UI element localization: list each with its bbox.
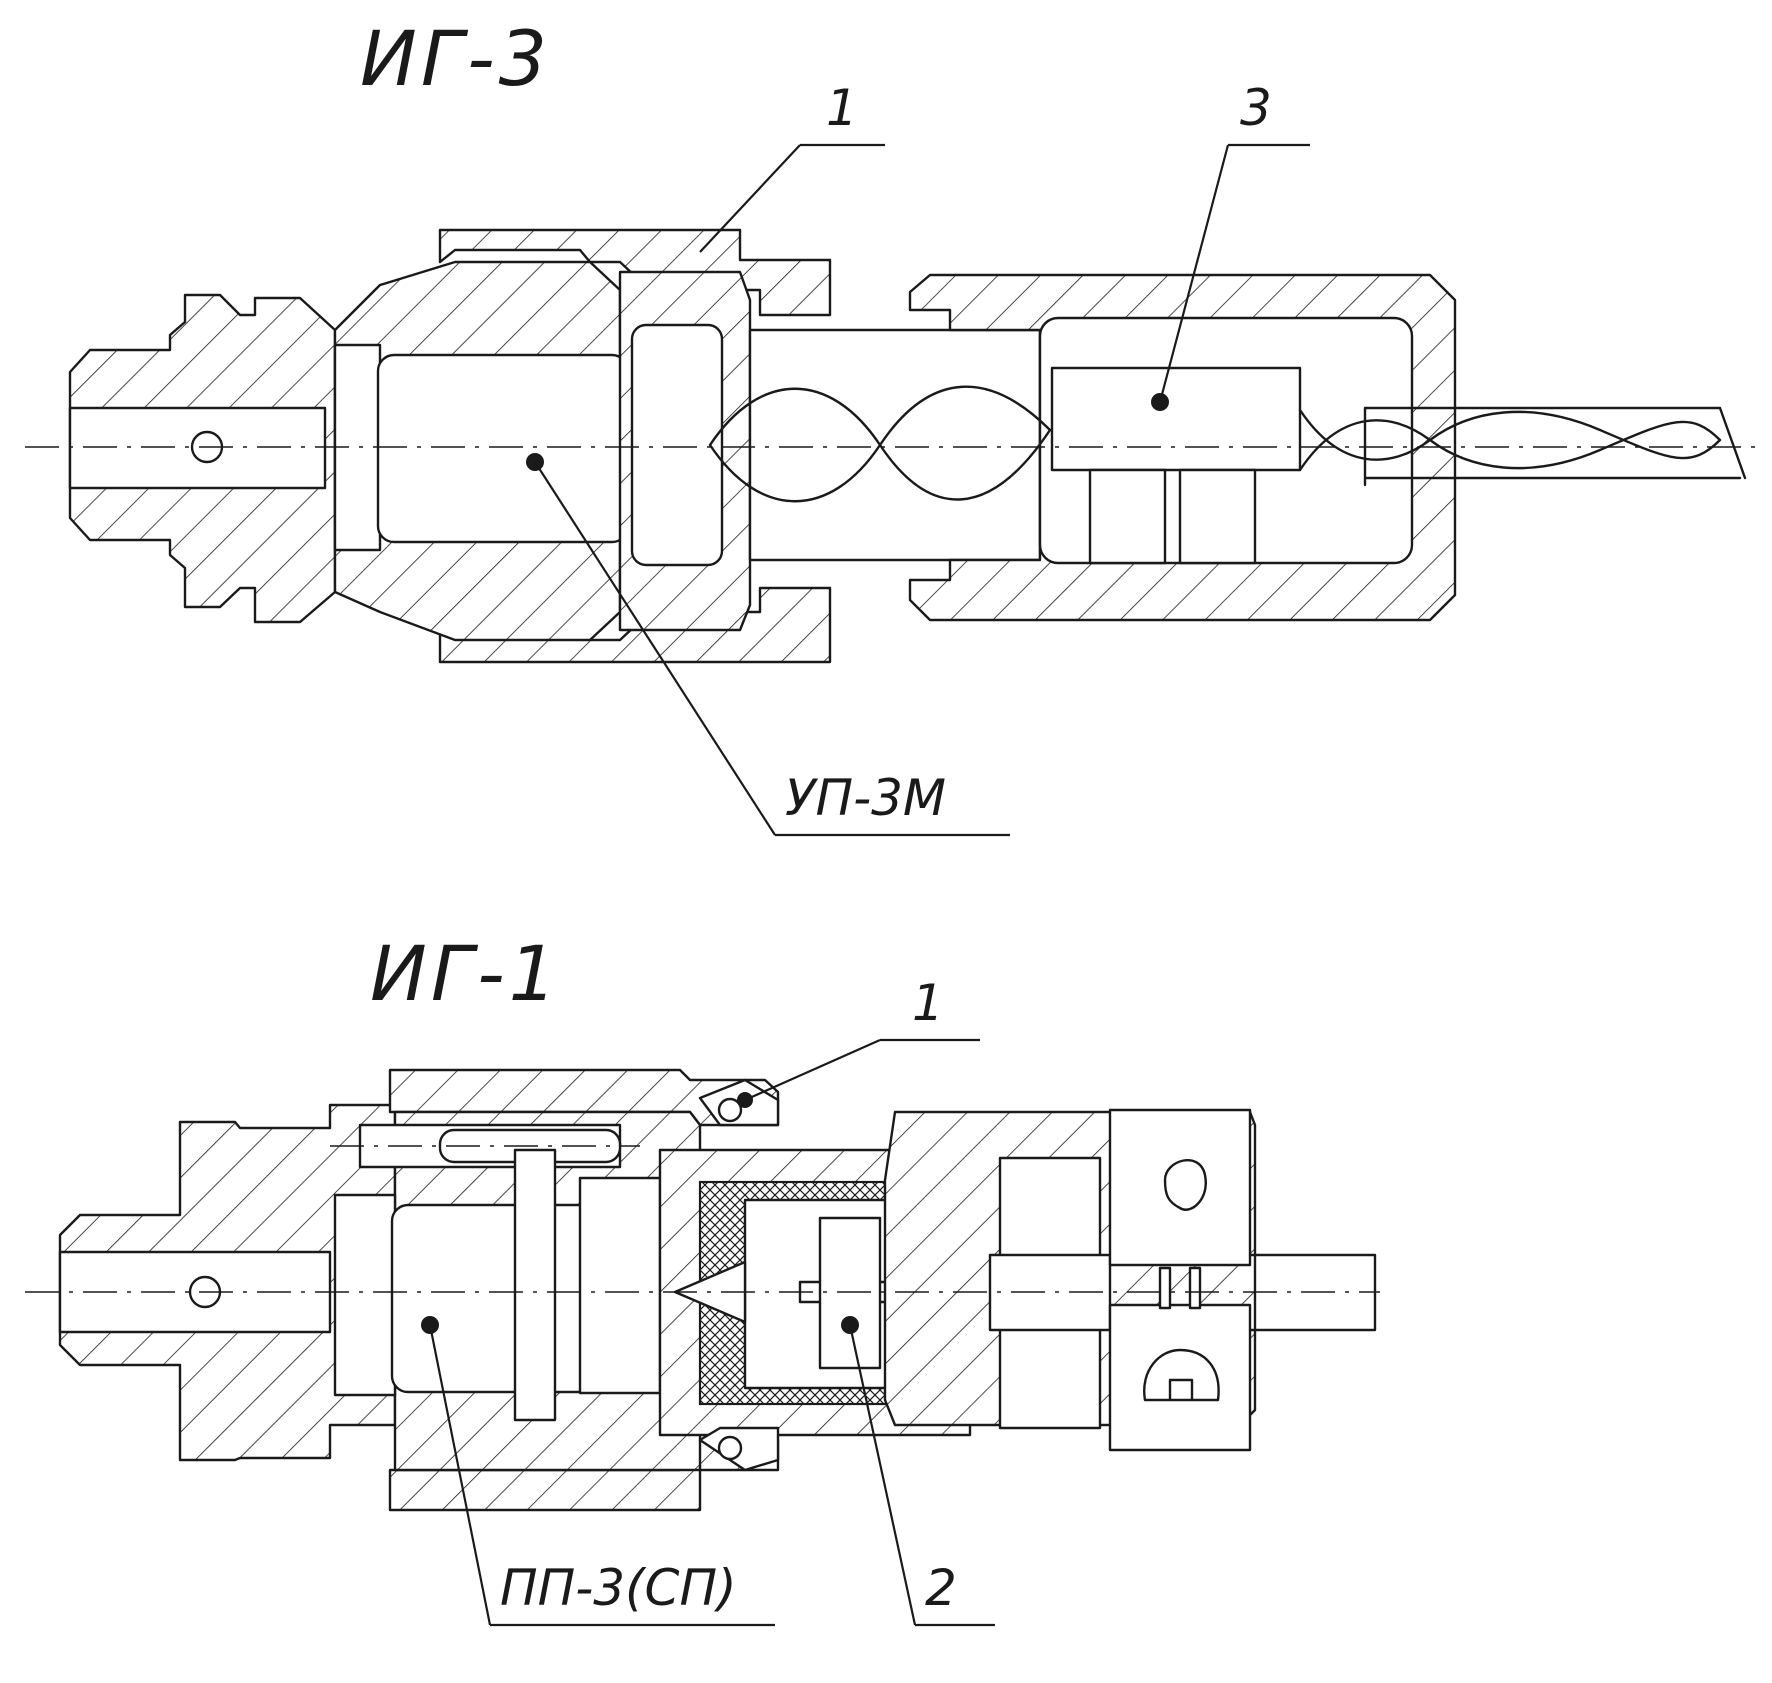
bottom-terminal-post-1 bbox=[1158, 1266, 1172, 1310]
bottom-terminal-post-2 bbox=[1188, 1266, 1202, 1310]
top-wires-left bbox=[708, 385, 1052, 503]
top-device-label: УП-3М bbox=[785, 769, 946, 827]
top-module bbox=[1050, 366, 1302, 472]
top-module-leg-1 bbox=[1088, 468, 1167, 565]
top-callout-3: 3 bbox=[1240, 79, 1272, 137]
bottom-terminal-bottom bbox=[1108, 1303, 1252, 1452]
bottom-terminal-screw-top bbox=[1163, 1159, 1207, 1211]
top-wires-right bbox=[1298, 408, 1722, 472]
bottom-title: ИГ-1 bbox=[370, 929, 561, 1018]
bottom-lug-top-hole bbox=[717, 1097, 743, 1123]
bottom-callout-1: 1 bbox=[912, 974, 944, 1032]
bottom-assembly: ИГ-1 bbox=[25, 929, 1380, 1627]
top-module-leg-2 bbox=[1178, 468, 1257, 565]
top-device-leader bbox=[534, 461, 776, 836]
bottom-device-label: ПП-3(СП) bbox=[500, 1559, 737, 1617]
bottom-hex-ring bbox=[513, 1148, 557, 1422]
bottom-device-leader bbox=[428, 1324, 492, 1626]
bottom-terminal-screw-bottom bbox=[1143, 1348, 1220, 1402]
bottom-contact bbox=[818, 1216, 882, 1370]
top-cable bbox=[1363, 406, 1747, 487]
bottom-callout-2-leader bbox=[848, 1324, 917, 1626]
top-sensor-cap bbox=[630, 323, 724, 567]
top-assembly: ИГ-3 1 bbox=[25, 14, 1755, 837]
bottom-sensor-flange bbox=[333, 1193, 397, 1397]
bottom-callout-2: 2 bbox=[925, 1559, 957, 1617]
bottom-sensor-head bbox=[578, 1176, 662, 1395]
top-sensor-body bbox=[376, 353, 630, 544]
top-callout-1: 1 bbox=[826, 79, 858, 137]
bottom-callout-1-leader bbox=[744, 1038, 881, 1102]
top-callout-3-leader bbox=[1158, 144, 1230, 403]
top-tube bbox=[748, 328, 1042, 562]
bottom-lug-bottom-hole bbox=[717, 1435, 743, 1461]
top-callout-1-leader bbox=[699, 144, 801, 253]
bottom-terminal-top bbox=[1108, 1108, 1252, 1267]
top-title: ИГ-3 bbox=[360, 14, 551, 103]
